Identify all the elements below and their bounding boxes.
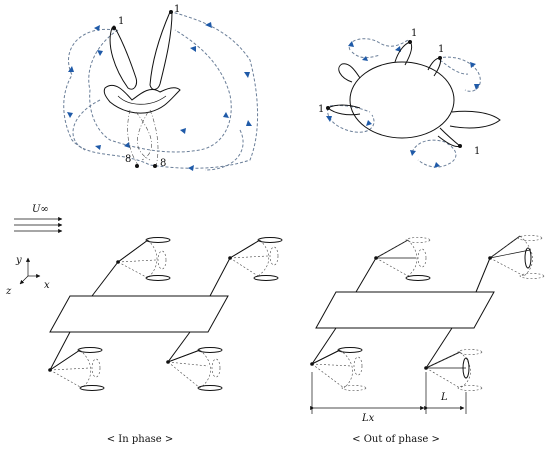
in-phase-foil-lower-right: [166, 347, 223, 391]
out-of-phase-upper-right-strut: [475, 235, 521, 293]
turtle-head: [338, 63, 361, 83]
out-of-phase-foil-lower-left: [310, 347, 367, 391]
turtle-point-1-b: [438, 56, 442, 60]
in-phase-foil-upper-left: [116, 237, 171, 281]
coordinate-axes: y x z: [5, 255, 50, 297]
out-of-phase-upper-left-strut: [355, 239, 409, 293]
turtle-label-1-a: 1: [411, 28, 417, 39]
free-stream-label: U∞: [32, 204, 49, 215]
dimension-annotations: Lx L: [310, 372, 467, 424]
sea-lion-front-view: 1 1 8 8: [63, 4, 259, 171]
turtle-point-1-d: [458, 144, 462, 148]
turtle-shell: [349, 61, 455, 139]
turtle-label-1-d: 1: [474, 146, 480, 157]
trajectory-loop-mid: [72, 99, 244, 171]
turtle-point-1-a: [408, 40, 412, 44]
turtle-top-view: 1 1 1 1: [318, 28, 501, 168]
turtle-rear-left-flipper: [327, 104, 361, 116]
in-phase-lower-left-strut: [49, 331, 81, 371]
in-phase-foil-upper-right: [228, 237, 283, 281]
trajectory-arrows: [67, 22, 252, 171]
point-1-left: [112, 26, 116, 30]
caption-out-of-phase: < Out of phase >: [352, 434, 440, 445]
trajectory-loop-left: [63, 11, 259, 169]
free-stream-indicator: U∞: [14, 204, 63, 234]
label-1-right: 1: [174, 4, 180, 15]
out-of-phase-configuration: Lx L: [310, 235, 545, 424]
point-8-right: [153, 164, 157, 168]
label-8-left: 8: [125, 154, 131, 165]
out-of-phase-foil-upper-right: [488, 235, 545, 279]
turtle-rear-right-flipper: [437, 127, 461, 147]
label-8-right: 8: [160, 158, 166, 169]
trajectory-loop-inner: [88, 29, 232, 153]
y-axis-label: y: [15, 255, 22, 266]
out-of-phase-foil-lower-right: [424, 349, 483, 391]
x-axis-label: x: [44, 280, 50, 291]
in-phase-foil-lower-left: [48, 347, 105, 391]
turtle-label-1-b: 1: [438, 44, 444, 55]
turtle-trajectory-arrows: [326, 41, 480, 168]
in-phase-lower-right-strut: [166, 331, 201, 364]
out-of-phase-foil-upper-left: [374, 237, 431, 281]
caption-in-phase: < In phase >: [107, 434, 174, 445]
in-phase-upper-left-strut: [91, 239, 149, 297]
turtle-tail: [449, 110, 501, 129]
left-flipper: [109, 25, 137, 90]
turtle-point-1-c: [326, 106, 330, 110]
lower-flipper-ghost: [127, 109, 159, 167]
dim-l-label: L: [440, 392, 448, 403]
right-flipper: [149, 11, 173, 90]
sea-lion-inner-outline: [117, 95, 167, 105]
out-of-phase-lower-right-strut: [424, 327, 461, 370]
turtle-trajectory-front-right: [437, 56, 481, 92]
turtle-trajectory-front-left: [348, 38, 409, 59]
in-phase-upper-right-strut: [209, 239, 261, 297]
turtle-trajectory-rear-right: [411, 139, 457, 168]
in-phase-configuration: [48, 237, 283, 391]
point-8-left: [135, 164, 139, 168]
label-1-left: 1: [118, 16, 124, 27]
out-of-phase-lower-left-strut: [310, 327, 341, 366]
z-axis-label: z: [5, 286, 12, 297]
sea-lion-body: [103, 84, 181, 114]
dim-lx-label: Lx: [361, 413, 375, 424]
in-phase-body-plate: [49, 295, 229, 333]
out-of-phase-body-plate: [315, 291, 495, 329]
point-1-right: [169, 10, 173, 14]
turtle-label-1-c: 1: [318, 104, 324, 115]
z-axis: [19, 275, 29, 285]
